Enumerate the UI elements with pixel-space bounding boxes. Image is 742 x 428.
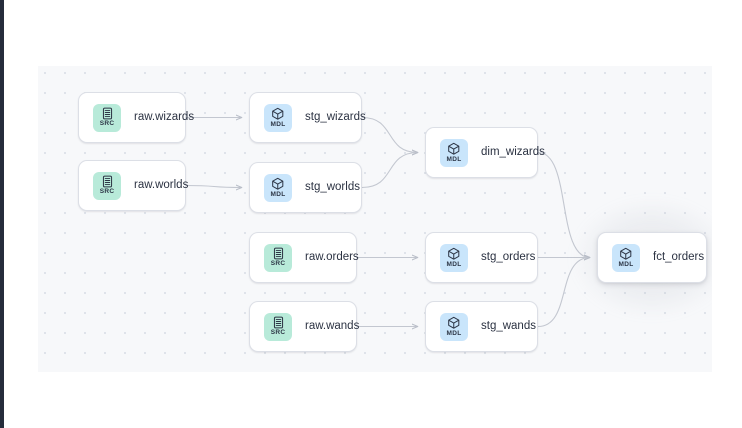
database-icon: SRC (264, 243, 292, 272)
cube-icon: MDL (440, 138, 468, 167)
cube-icon: MDL (612, 243, 640, 272)
graph-edge-stg_worlds-to-dim_wizards (361, 153, 418, 189)
node-label: raw.orders (305, 250, 359, 263)
node-type-tag: MDL (446, 155, 462, 163)
graph-node-raw_orders[interactable]: SRC raw.orders (249, 232, 359, 283)
node-label: fct_orders (653, 250, 705, 263)
node-type-tag: SRC (99, 188, 115, 196)
database-icon: SRC (264, 312, 292, 341)
cube-icon: MDL (264, 173, 292, 202)
node-label: stg_wizards (305, 110, 366, 123)
node-label: stg_wands (481, 319, 536, 332)
graph-node-dim_wizards[interactable]: MDL dim_wizards (425, 127, 545, 178)
graph-edge-stg_wizards-to-dim_wizards (361, 116, 418, 153)
node-label: raw.worlds (134, 178, 189, 191)
node-type-tag: MDL (618, 260, 634, 268)
node-label: dim_wizards (481, 145, 545, 158)
graph-node-stg_wizards[interactable]: MDL stg_wizards (249, 92, 366, 143)
graph-edge-raw_worlds-to-stg_worlds (185, 186, 242, 188)
database-icon: SRC (93, 103, 121, 132)
graph-node-stg_wands[interactable]: MDL stg_wands (425, 301, 538, 352)
node-label: stg_worlds (305, 180, 360, 193)
graph-node-fct_orders[interactable]: MDL fct_orders (597, 232, 707, 283)
node-type-tag: MDL (270, 190, 286, 198)
graph-edge-stg_wands-to-fct_orders (537, 258, 590, 328)
node-type-tag: MDL (446, 260, 462, 268)
node-type-tag: SRC (270, 329, 286, 337)
graph-node-stg_orders[interactable]: MDL stg_orders (425, 232, 538, 283)
cube-icon: MDL (264, 103, 292, 132)
node-type-tag: MDL (270, 120, 286, 128)
graph-node-stg_worlds[interactable]: MDL stg_worlds (249, 162, 362, 213)
graph-node-raw_wizards[interactable]: SRC raw.wizards (78, 92, 194, 143)
database-icon: SRC (93, 171, 121, 200)
graph-edge-dim_wizards-to-fct_orders (537, 151, 590, 258)
node-type-tag: MDL (446, 329, 462, 337)
cube-icon: MDL (440, 243, 468, 272)
cube-icon: MDL (440, 312, 468, 341)
node-type-tag: SRC (99, 120, 115, 128)
left-rail (0, 0, 4, 428)
node-label: stg_orders (481, 250, 536, 263)
node-label: raw.wands (305, 319, 360, 332)
node-type-tag: SRC (270, 260, 286, 268)
graph-node-raw_wands[interactable]: SRC raw.wands (249, 301, 360, 352)
graph-node-raw_worlds[interactable]: SRC raw.worlds (78, 160, 189, 211)
node-label: raw.wizards (134, 110, 195, 123)
